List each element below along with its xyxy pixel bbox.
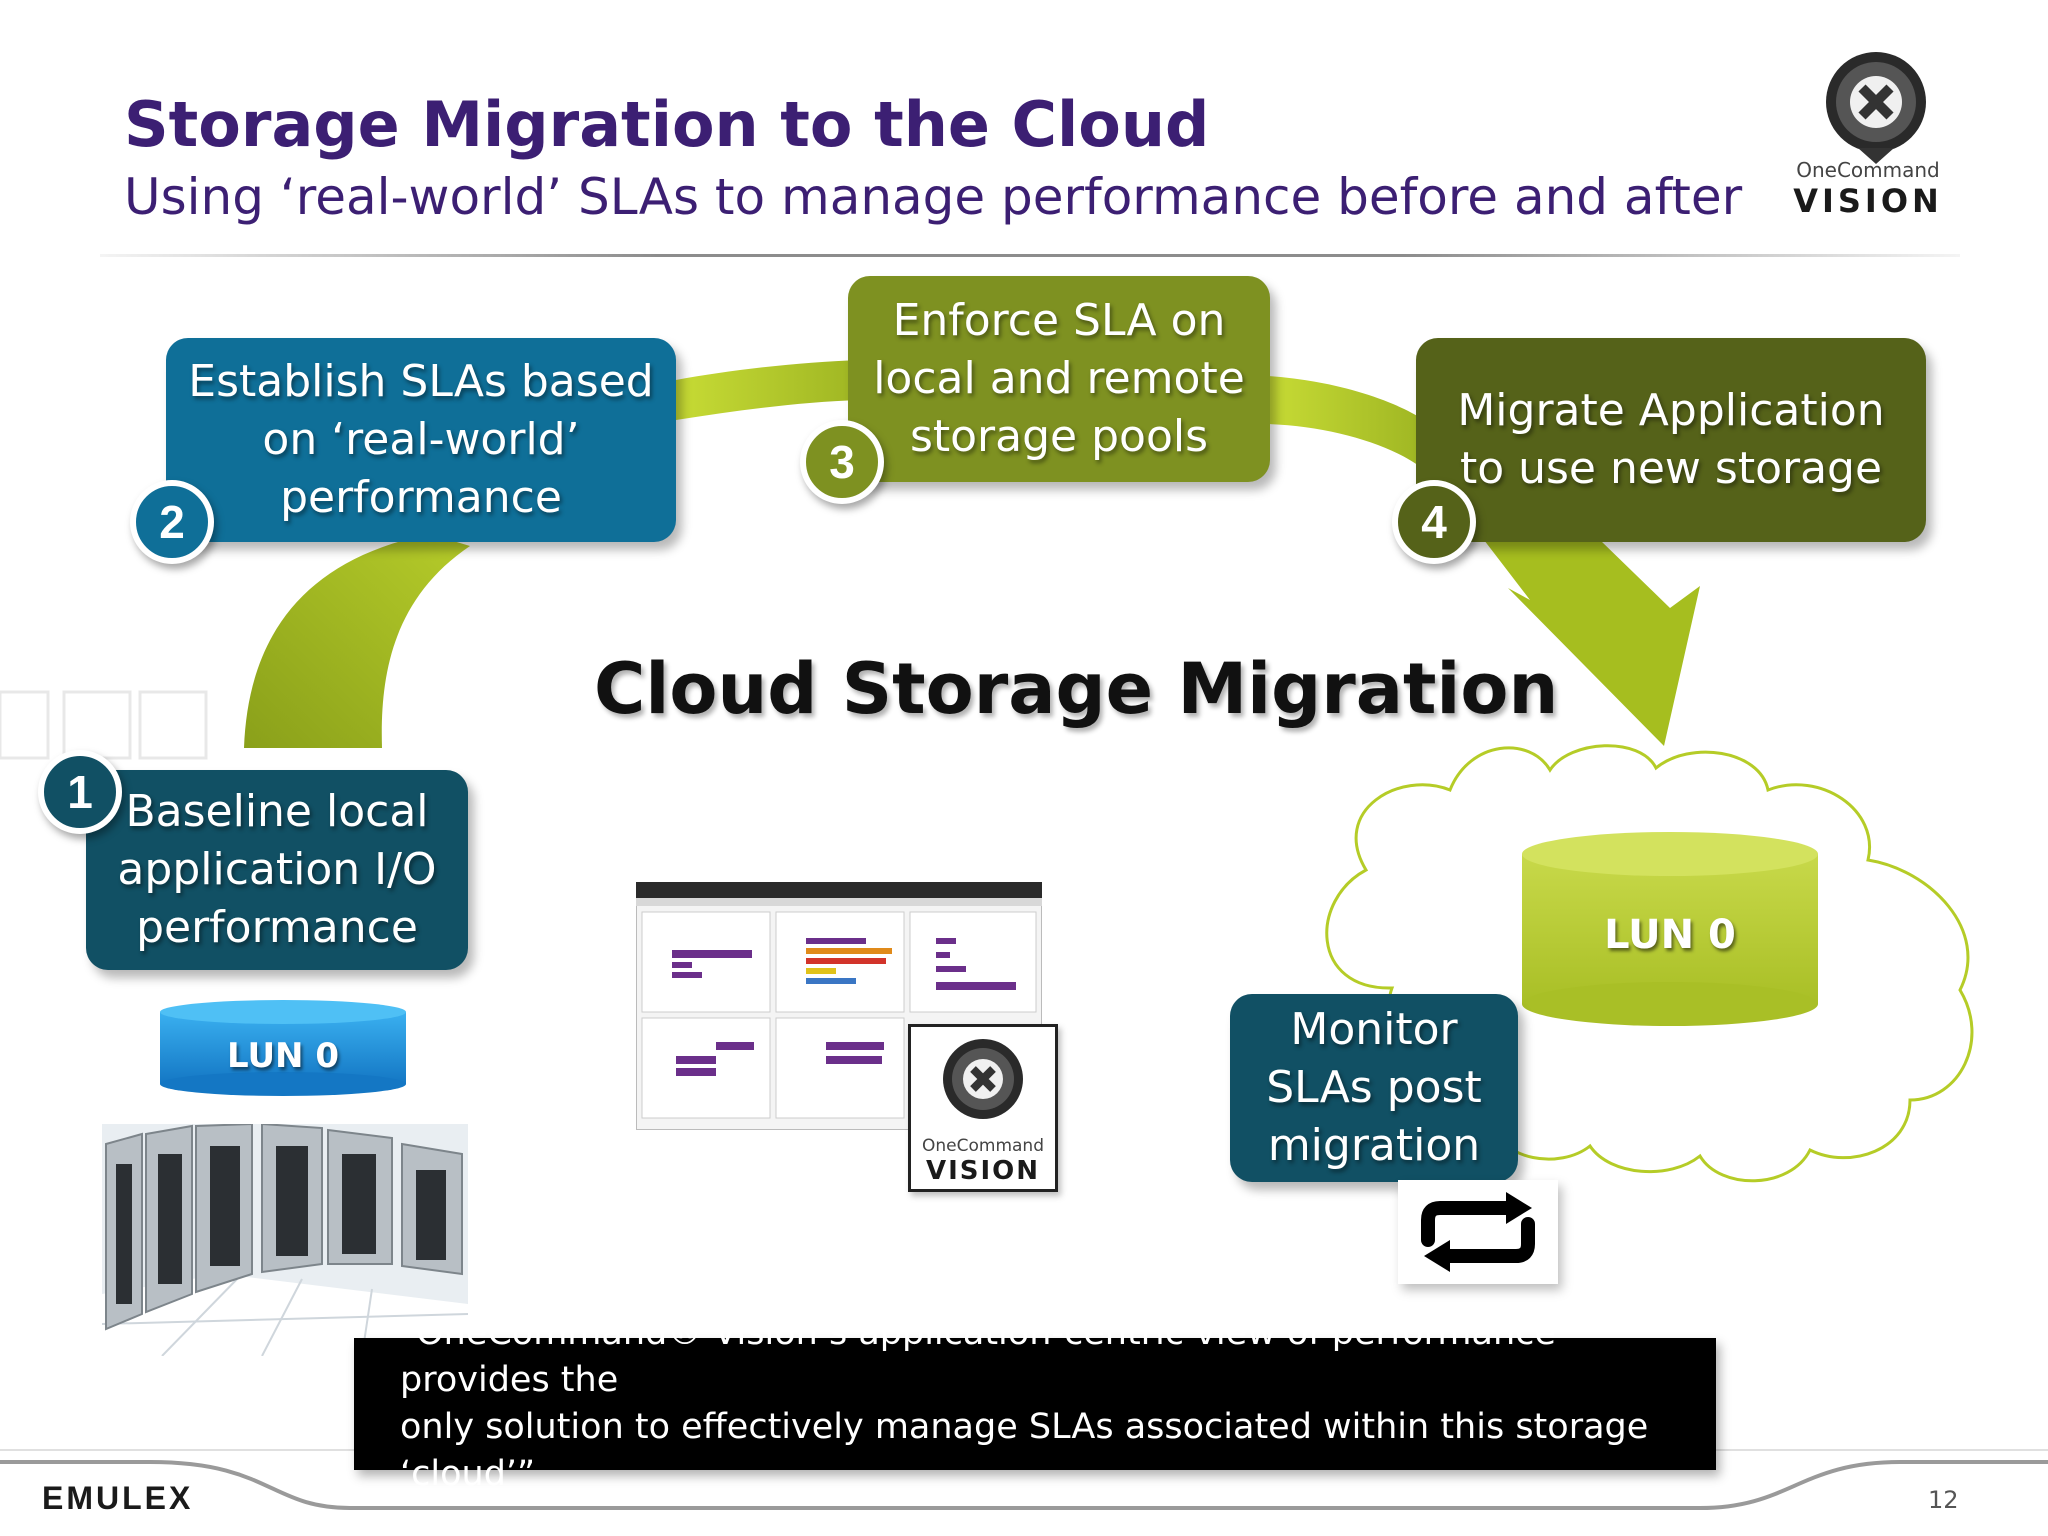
- step-3-text: Enforce SLA on local and remote storage …: [873, 294, 1245, 463]
- step-1-box: Baseline local application I/O performan…: [86, 770, 468, 970]
- arc-1-to-2: [244, 534, 470, 748]
- repeat-icon-box: [1398, 1180, 1558, 1284]
- lun-local-label: LUN 0: [226, 1036, 339, 1076]
- center-title: Cloud Storage Migration: [594, 648, 1559, 730]
- monitor-sla-box: Monitor SLAs post migration: [1230, 994, 1518, 1182]
- step-3-badge: 3: [800, 420, 884, 504]
- onecommand-vision-small-icon: [943, 1039, 1023, 1119]
- step-2-badge: 2: [130, 480, 214, 564]
- arrow-4-to-cloud: [1484, 540, 1700, 746]
- repeat-icon: [1421, 1192, 1535, 1272]
- step-3-box: Enforce SLA on local and remote storage …: [848, 276, 1270, 482]
- title-divider: [100, 254, 1960, 257]
- decorative-squares: [0, 690, 208, 760]
- step-4-text: Migrate Application to use new storage: [1457, 384, 1885, 494]
- lun-cloud-disk: [1522, 832, 1818, 1026]
- quote-box: "OneCommand® Vision’s application-centri…: [354, 1313, 1716, 1494]
- step-4-box: Migrate Application to use new storage: [1416, 338, 1926, 542]
- logo-name-small: OneCommand: [1796, 158, 1940, 182]
- arc-3-to-4: [1268, 376, 1424, 468]
- logo-name-large: VISION: [1793, 182, 1943, 220]
- quote-text: "OneCommand® Vision’s application-centri…: [400, 1312, 1649, 1495]
- step-1-badge: 1: [38, 750, 122, 834]
- slide-subtitle: Using ‘real-world’ SLAs to manage perfor…: [124, 168, 1743, 226]
- onecommand-vision-logo-icon: [1826, 52, 1926, 164]
- page-number: 12: [1928, 1486, 1959, 1514]
- lun-local-disk: [160, 1000, 406, 1096]
- arc-2-to-3: [676, 360, 860, 420]
- thumbnail-logo-name-large: VISION: [925, 1156, 1041, 1186]
- lun-cloud-label: LUN 0: [1604, 912, 1736, 958]
- step-2-text: Establish SLAs based on ‘real-world’ per…: [188, 355, 654, 524]
- step-2-box: Establish SLAs based on ‘real-world’ per…: [166, 338, 676, 542]
- step-4-badge: 4: [1392, 480, 1476, 564]
- thumbnail-logo-box: [908, 1024, 1058, 1192]
- datacenter-image: [102, 1124, 468, 1356]
- step-1-text: Baseline local application I/O performan…: [117, 785, 437, 954]
- slide-title: Storage Migration to the Cloud: [124, 88, 1210, 161]
- footer-swoosh: [0, 1460, 2048, 1510]
- emulex-logo: EMULEX: [42, 1480, 194, 1516]
- thumbnail-logo-name-small: OneCommand: [922, 1136, 1044, 1156]
- monitor-sla-text: Monitor SLAs post migration: [1266, 1003, 1482, 1172]
